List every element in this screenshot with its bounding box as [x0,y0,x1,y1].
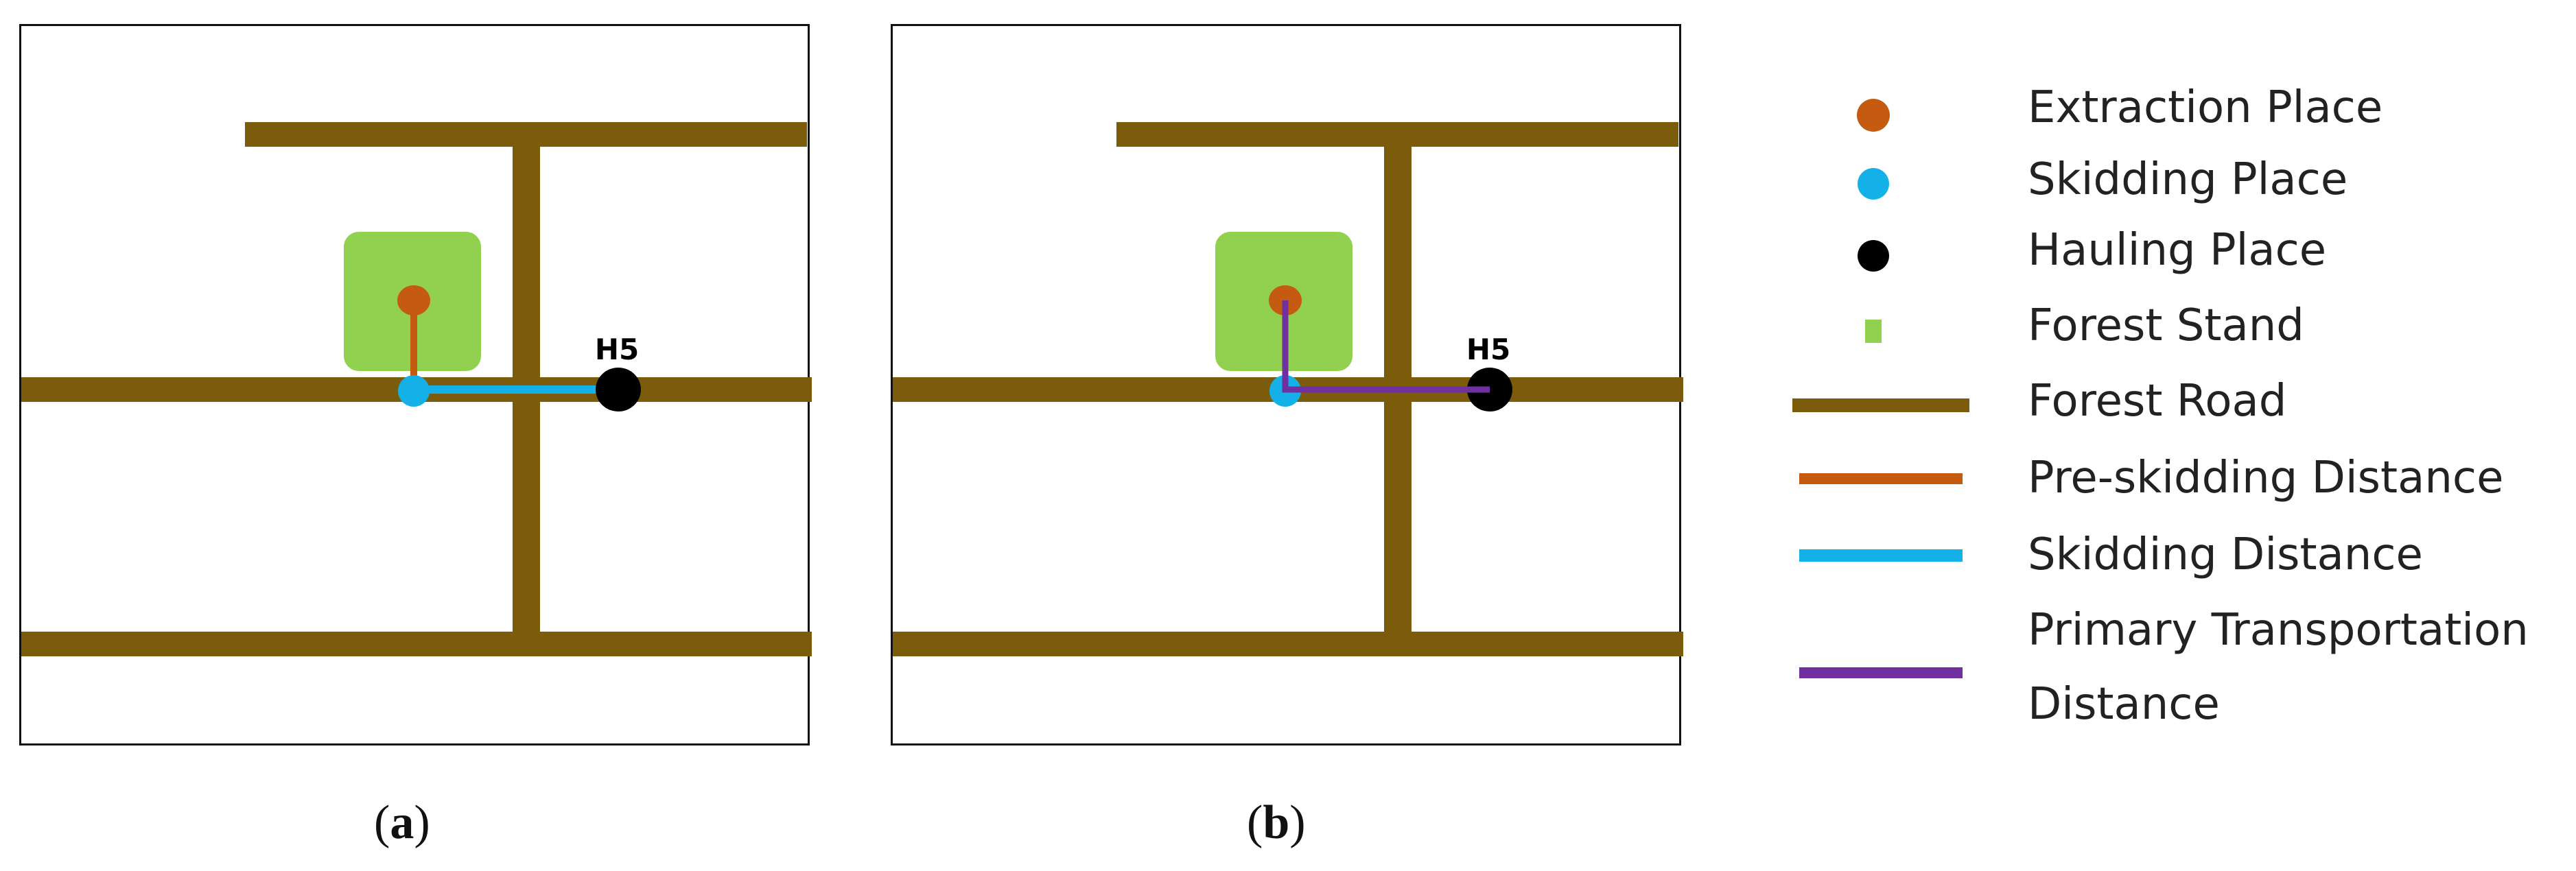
hauling-label: H5 [595,333,639,366]
skidding-place [398,375,430,407]
caption-letter: b [1263,796,1290,849]
panel-a: H5 [19,24,812,745]
hauling-place [596,368,641,411]
forest-road-bottom [21,632,812,656]
legend-label-primary-transport-line2: Distance [2028,679,2220,730]
green-square-icon [1865,320,1882,343]
caption-b: (b) [1247,796,1306,849]
legend-label-forest-stand: Forest Stand [2028,300,2304,351]
forest-road-top [1116,122,1678,147]
blue-dot-icon [1858,168,1889,200]
panel-b-diagram: H5 [893,122,1683,656]
legend-label-pre-skidding: Pre-skidding Distance [2028,453,2504,503]
orange-dot-icon [1857,99,1890,132]
brown-line-icon [1792,398,1969,412]
panel-a-diagram: H5 [21,122,812,656]
orange-line-icon [1799,473,1963,484]
panel-b: H5 [891,24,1683,745]
legend-label-skidding-place: Skidding Place [2028,154,2348,205]
purple-line-icon [1799,667,1963,678]
extraction-place [397,285,430,315]
forest-road-bottom [893,632,1683,656]
primary-transport-line [1282,300,1490,393]
caption-a: (a) [374,796,430,849]
hauling-label: H5 [1466,333,1510,366]
legend-label-skidding-distance: Skidding Distance [2028,529,2423,580]
legend-label-forest-road: Forest Road [2028,376,2287,427]
caption-letter: a [390,796,414,849]
legend-label-extraction: Extraction Place [2028,82,2383,133]
black-dot-icon [1858,240,1889,272]
legend-label-hauling: Hauling Place [2028,225,2327,276]
forest-road-top [245,122,807,147]
blue-line-icon [1799,549,1963,562]
legend-label-primary-transport: Primary Transportation [2028,605,2529,656]
